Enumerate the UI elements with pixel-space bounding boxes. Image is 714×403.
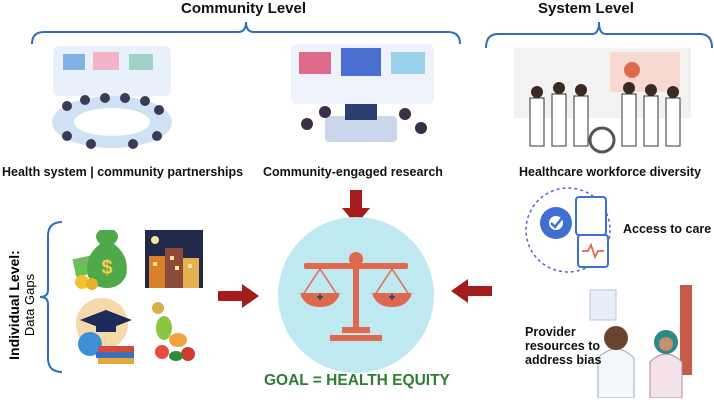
partnerships-label: Health system | community partnerships [2, 165, 244, 179]
access-to-care-label: Access to care [623, 222, 712, 236]
food-icon [148, 298, 200, 363]
goal-health-equity-label: GOAL = HEALTH EQUITY [264, 372, 450, 389]
money-icon: $ [70, 222, 135, 290]
healthcare-workers-illustration [510, 42, 695, 157]
housing-icon [145, 230, 203, 288]
research-lab-illustration [285, 38, 440, 158]
data-gaps-subtitle: Data Gaps [22, 273, 37, 337]
provider-resources-label: Provider resources to address bias [525, 325, 602, 367]
individual-level-title: Individual Level: [6, 250, 22, 360]
meeting-roundtable-illustration [45, 42, 180, 152]
system-level-heading: System Level [538, 0, 634, 17]
workforce-diversity-label: Healthcare workforce diversity [519, 165, 702, 179]
svg-text:$: $ [101, 257, 112, 279]
individual-bracket [39, 221, 63, 373]
research-label: Community-engaged research [263, 165, 443, 179]
doctor-patient-illustration [580, 280, 710, 399]
balance-scale-icon [278, 217, 434, 373]
community-level-heading: Community Level [181, 0, 307, 17]
arrow-down-icon [342, 190, 370, 225]
education-icon [70, 296, 140, 366]
access-gear-clipboard-illustration [520, 185, 618, 275]
arrow-right-icon [218, 284, 259, 308]
arrow-left-icon [451, 279, 492, 303]
individual-level-label: Individual Level: Data Gaps [6, 235, 37, 375]
